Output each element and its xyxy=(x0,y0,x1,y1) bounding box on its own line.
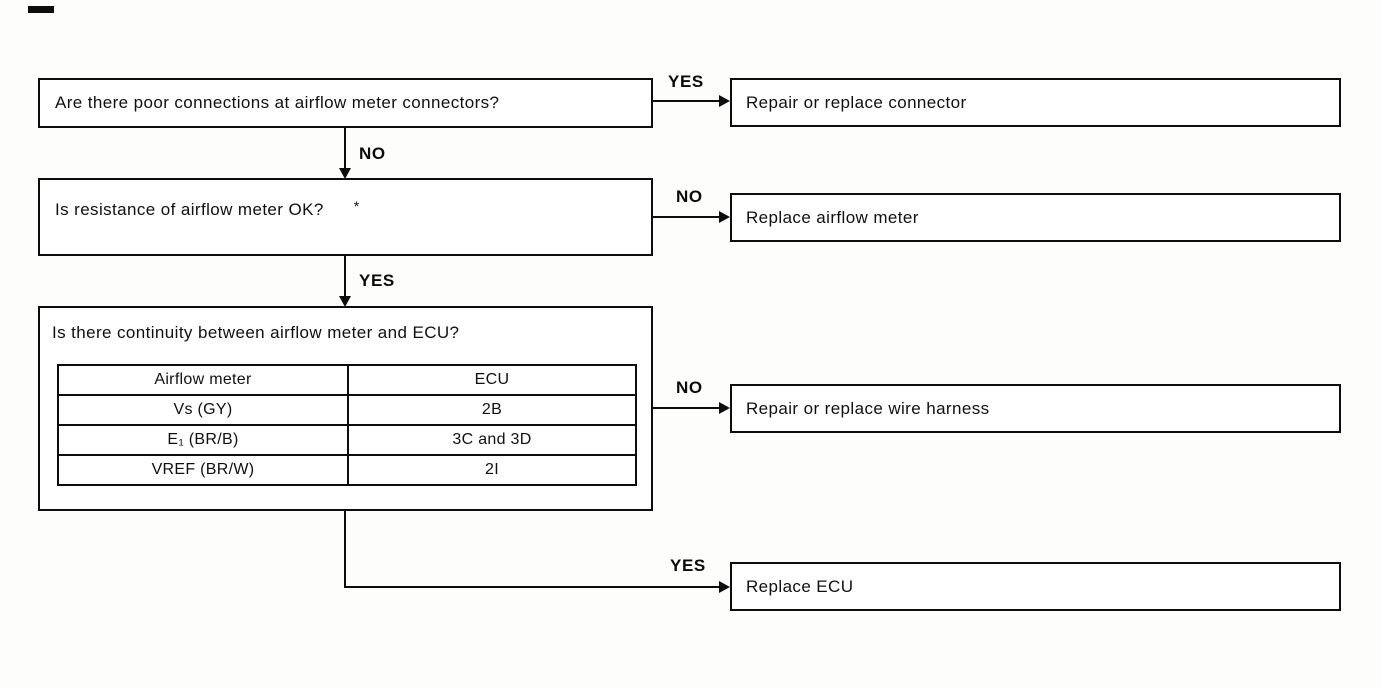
action-box-replace-airflow-meter: Replace airflow meter xyxy=(730,193,1341,242)
branch-label-no: NO xyxy=(676,378,703,397)
arrow-head-right xyxy=(719,95,730,107)
action-box-repair-harness: Repair or replace wire harness xyxy=(730,384,1341,433)
table-header-airflow-meter: Airflow meter xyxy=(57,364,349,396)
table-cell: E₁ (BR/B) xyxy=(57,424,349,456)
arrow-line xyxy=(653,100,720,102)
action-text: Replace ECU xyxy=(746,576,854,596)
arrow-head-down xyxy=(339,296,351,307)
question-text: Is there continuity between airflow mete… xyxy=(52,323,460,342)
scan-artifact xyxy=(28,6,54,13)
arrow-line xyxy=(344,511,346,588)
action-box-replace-ecu: Replace ECU xyxy=(730,562,1341,611)
action-text: Repair or replace wire harness xyxy=(746,398,990,418)
arrow-line xyxy=(344,586,720,588)
question-box-connections: Are there poor connections at airflow me… xyxy=(38,78,653,128)
action-box-repair-connector: Repair or replace connector xyxy=(730,78,1341,127)
question-text: Are there poor connections at airflow me… xyxy=(55,93,500,112)
question-box-resistance: Is resistance of airflow meter OK? * xyxy=(38,178,653,256)
question-text: Is resistance of airflow meter OK? xyxy=(55,200,324,219)
arrow-head-right xyxy=(719,402,730,414)
arrow-line xyxy=(344,128,346,170)
arrow-head-right xyxy=(719,581,730,593)
footnote-asterisk: * xyxy=(353,198,360,214)
branch-label-yes: YES xyxy=(668,72,704,91)
arrow-head-right xyxy=(719,211,730,223)
continuity-pin-table: Airflow meter ECU Vs (GY) 2B E₁ (BR/B) 3… xyxy=(57,364,637,486)
table-cell: 3C and 3D xyxy=(347,424,637,456)
table-cell: 2I xyxy=(347,454,637,486)
action-text: Replace airflow meter xyxy=(746,207,919,227)
table-row: E₁ (BR/B) 3C and 3D xyxy=(57,424,637,456)
arrow-line xyxy=(344,256,346,298)
question-box-continuity: Is there continuity between airflow mete… xyxy=(38,306,653,511)
arrow-head-down xyxy=(339,168,351,179)
branch-label-yes: YES xyxy=(359,271,395,290)
arrow-line xyxy=(653,216,720,218)
action-text: Repair or replace connector xyxy=(746,92,967,112)
arrow-line xyxy=(653,407,720,409)
table-cell: VREF (BR/W) xyxy=(57,454,349,486)
branch-label-no: NO xyxy=(676,187,703,206)
table-cell: Vs (GY) xyxy=(57,394,349,426)
table-header-ecu: ECU xyxy=(347,364,637,396)
table-header-row: Airflow meter ECU xyxy=(57,364,637,396)
table-row: Vs (GY) 2B xyxy=(57,394,637,426)
branch-label-yes: YES xyxy=(670,556,706,575)
table-cell: 2B xyxy=(347,394,637,426)
branch-label-no: NO xyxy=(359,144,386,163)
table-row: VREF (BR/W) 2I xyxy=(57,454,637,486)
